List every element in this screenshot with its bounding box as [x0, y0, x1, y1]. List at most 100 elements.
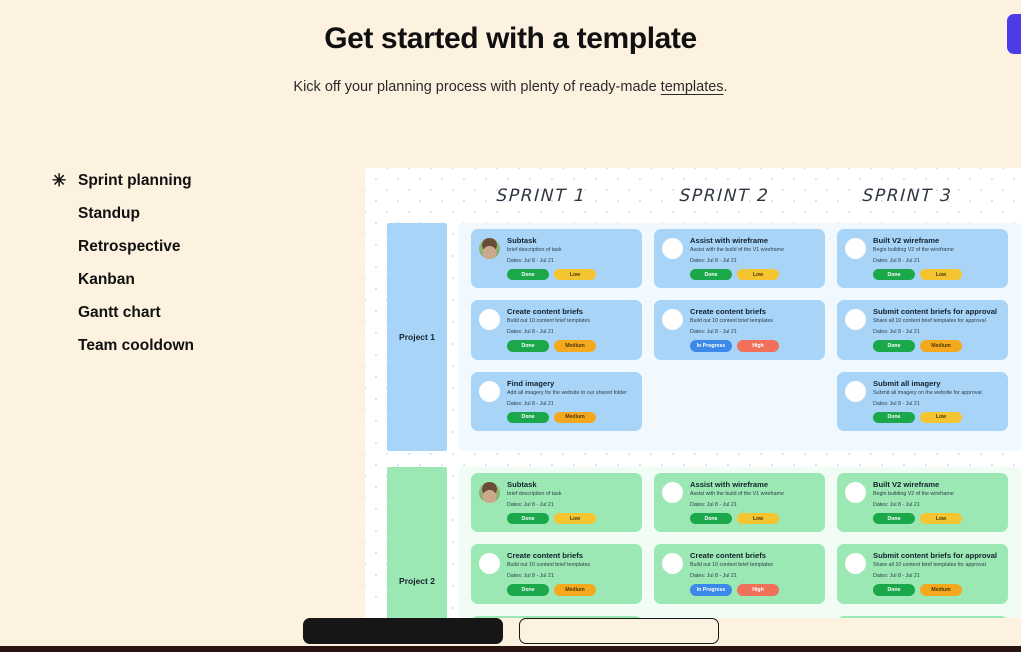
- status-badge[interactable]: Done: [873, 340, 915, 352]
- task-tags: Done Medium: [507, 411, 634, 423]
- sidebar-item-retrospective[interactable]: Retrospective: [52, 230, 332, 263]
- status-badge[interactable]: Low: [920, 269, 962, 281]
- page-header: Get started with a template Kick off you…: [0, 0, 1021, 95]
- status-badge[interactable]: High: [737, 584, 779, 596]
- status-badge[interactable]: Done: [873, 513, 915, 525]
- status-badge[interactable]: Done: [873, 584, 915, 596]
- status-badge[interactable]: In Progress: [690, 340, 732, 352]
- sidebar-item-label: Retrospective: [78, 237, 181, 255]
- status-badge[interactable]: Medium: [554, 411, 596, 423]
- task-description: Submit all imagery on the website for ap…: [873, 389, 982, 396]
- task-dates: Dates: Jul 8 - Jul 21: [507, 502, 554, 509]
- status-badge[interactable]: In Progress: [690, 584, 732, 596]
- avatar-placeholder-icon[interactable]: [845, 380, 866, 402]
- status-badge[interactable]: Done: [507, 269, 549, 281]
- status-badge[interactable]: Done: [507, 584, 549, 596]
- avatar[interactable]: [479, 481, 500, 503]
- task-tags: In Progress High: [690, 584, 817, 596]
- subtitle-text: Kick off your planning process with plen…: [293, 79, 661, 95]
- task-tags: Done Medium: [873, 340, 1000, 352]
- side-panel-tab[interactable]: [1007, 14, 1021, 54]
- status-badge[interactable]: Done: [873, 411, 915, 423]
- task-tags: Done Low: [690, 513, 817, 525]
- avatar-placeholder-icon[interactable]: [662, 309, 683, 331]
- sidebar-item-label: Sprint planning: [78, 171, 192, 189]
- task-tags: Done Low: [873, 411, 1000, 423]
- task-description: Share all 10 content brief templates for…: [873, 562, 986, 569]
- status-badge[interactable]: Done: [873, 269, 915, 281]
- task-description: Begin building V2 of the wireframe: [873, 246, 954, 253]
- avatar-placeholder-icon[interactable]: [479, 553, 500, 575]
- project-label[interactable]: Project 2: [387, 466, 447, 618]
- status-badge[interactable]: Medium: [554, 340, 596, 352]
- avatar-placeholder-icon[interactable]: [662, 481, 683, 503]
- status-badge[interactable]: Medium: [920, 340, 962, 352]
- task-description: Build out 10 content brief templates: [690, 562, 774, 569]
- sidebar-item-team-cooldown[interactable]: Team cooldown: [52, 329, 332, 362]
- project-label[interactable]: Project 1: [387, 223, 447, 451]
- avatar-placeholder-icon[interactable]: [662, 238, 683, 259]
- status-badge[interactable]: Low: [554, 269, 596, 281]
- task-title: Built V2 wireframe: [873, 236, 940, 245]
- status-badge[interactable]: High: [737, 340, 779, 352]
- avatar-placeholder-icon[interactable]: [845, 238, 866, 259]
- sprint-column-header: SPRINT 2: [678, 185, 771, 206]
- sidebar-item-gantt-chart[interactable]: Gantt chart: [52, 296, 332, 329]
- avatar-placeholder-icon[interactable]: [845, 481, 866, 503]
- status-badge[interactable]: Done: [507, 513, 549, 525]
- task-description: Add all imagery for the website to our s…: [507, 389, 627, 396]
- sidebar-item-standup[interactable]: Standup: [52, 197, 332, 230]
- task-description: Assist with the build of the V1 wirefram…: [690, 246, 784, 253]
- avatar-placeholder-icon[interactable]: [845, 553, 866, 575]
- task-title: Create content briefs: [507, 551, 583, 561]
- status-badge[interactable]: Low: [920, 513, 962, 525]
- task-description: Assist with the build of the V1 wirefram…: [690, 490, 784, 497]
- status-badge[interactable]: Low: [737, 269, 779, 281]
- sidebar-item-sprint-planning[interactable]: ✳Sprint planning: [52, 164, 332, 197]
- avatar[interactable]: [479, 238, 500, 259]
- page-title: Get started with a template: [324, 22, 697, 55]
- status-badge[interactable]: Done: [690, 513, 732, 525]
- secondary-action-button[interactable]: [518, 618, 719, 644]
- status-badge[interactable]: Done: [507, 411, 549, 423]
- avatar-placeholder-icon[interactable]: [845, 309, 866, 331]
- status-badge[interactable]: Medium: [920, 584, 962, 596]
- status-badge[interactable]: Medium: [554, 584, 596, 596]
- status-badge[interactable]: Low: [920, 411, 962, 423]
- avatar-placeholder-icon[interactable]: [662, 553, 683, 575]
- templates-link[interactable]: templates: [660, 79, 724, 95]
- status-badge[interactable]: Low: [737, 513, 779, 525]
- status-badge[interactable]: Low: [554, 513, 596, 525]
- avatar-placeholder-icon[interactable]: [479, 380, 500, 402]
- status-badge[interactable]: Done: [507, 340, 549, 352]
- task-dates: Dates: Jul 8 - Jul 21: [873, 573, 920, 580]
- primary-action-button[interactable]: [302, 618, 503, 644]
- avatar-placeholder-icon[interactable]: [479, 309, 500, 331]
- status-badge[interactable]: Done: [690, 269, 732, 281]
- sidebar-item-kanban[interactable]: Kanban: [52, 263, 332, 296]
- task-description: Build out 10 content brief templates: [507, 318, 591, 325]
